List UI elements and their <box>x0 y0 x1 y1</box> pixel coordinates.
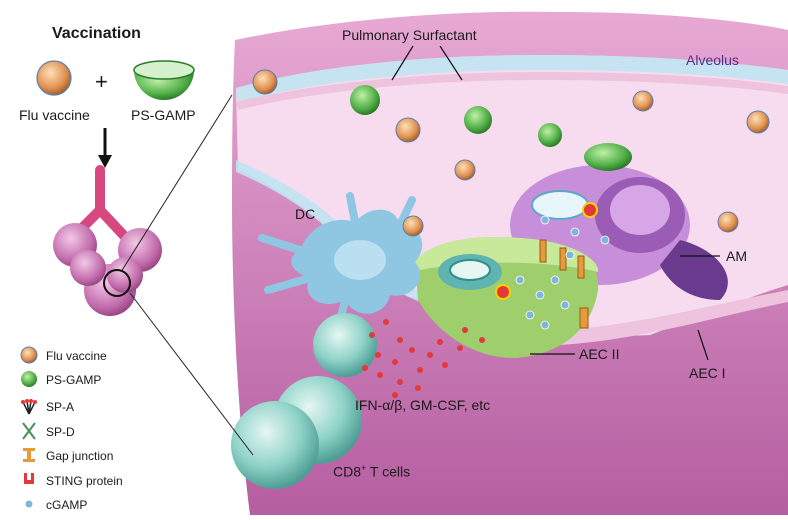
legend-label: Flu vaccine <box>46 349 107 363</box>
pulmonary-surfactant-label: Pulmonary Surfactant <box>342 27 477 43</box>
cd8-superscript: + <box>361 463 367 473</box>
legend-label: PS-GAMP <box>46 373 102 387</box>
gap-junctions <box>539 239 589 329</box>
plus-sign: + <box>95 69 108 94</box>
legend-label: cGAMP <box>46 498 88 512</box>
flu-vaccine-illustration <box>36 60 72 96</box>
ps-gamp-label: PS-GAMP <box>131 107 196 123</box>
cd8-text: CD8 <box>333 463 362 480</box>
legend-label: STING protein <box>46 474 123 488</box>
zoom-line-top <box>120 94 233 273</box>
sting-protein-icon <box>24 473 34 484</box>
alveolus-label: Alveolus <box>686 52 739 68</box>
ps-gamp-particles <box>350 85 632 171</box>
legend-label: SP-D <box>46 425 75 439</box>
sp-a-icon <box>21 399 37 415</box>
flu-virions <box>252 69 770 237</box>
lung-illustration <box>53 165 162 316</box>
ps-gamp-illustration <box>133 60 195 100</box>
flu-vaccine-icon <box>20 346 38 364</box>
vaccination-panel <box>36 60 254 456</box>
cytokine-dots <box>362 319 485 398</box>
sting-proteins <box>495 202 598 300</box>
ps-gamp-icon <box>21 371 37 387</box>
aec2-label: AEC II <box>579 346 620 362</box>
legend-icons <box>20 346 38 508</box>
cgamp-dots <box>515 215 610 330</box>
aec1-label: AEC I <box>689 365 726 381</box>
flu-vaccine-label: Flu vaccine <box>19 107 90 123</box>
dendritic-cell <box>258 192 423 334</box>
pointer-lines <box>391 45 720 361</box>
gap-junction-icon <box>23 448 35 462</box>
down-arrow-head <box>98 155 112 168</box>
vaccination-title: Vaccination <box>52 25 141 42</box>
sp-d-icon <box>22 422 36 440</box>
dc-label: DC <box>295 206 316 222</box>
t-cells <box>231 313 377 489</box>
cd8-t-cells-label: CD8+ T cells <box>333 463 410 480</box>
cgamp-icon <box>25 500 33 508</box>
zoom-line-bottom <box>129 292 254 456</box>
am-label: AM <box>726 248 747 264</box>
t-cells-text: T cells <box>366 463 411 480</box>
legend-label: SP-A <box>46 400 75 414</box>
cytokines-label: IFN-α/β, GM-CSF, etc <box>355 397 491 413</box>
legend-label: Gap junction <box>46 449 114 463</box>
alveolar-macrophage <box>510 165 728 300</box>
